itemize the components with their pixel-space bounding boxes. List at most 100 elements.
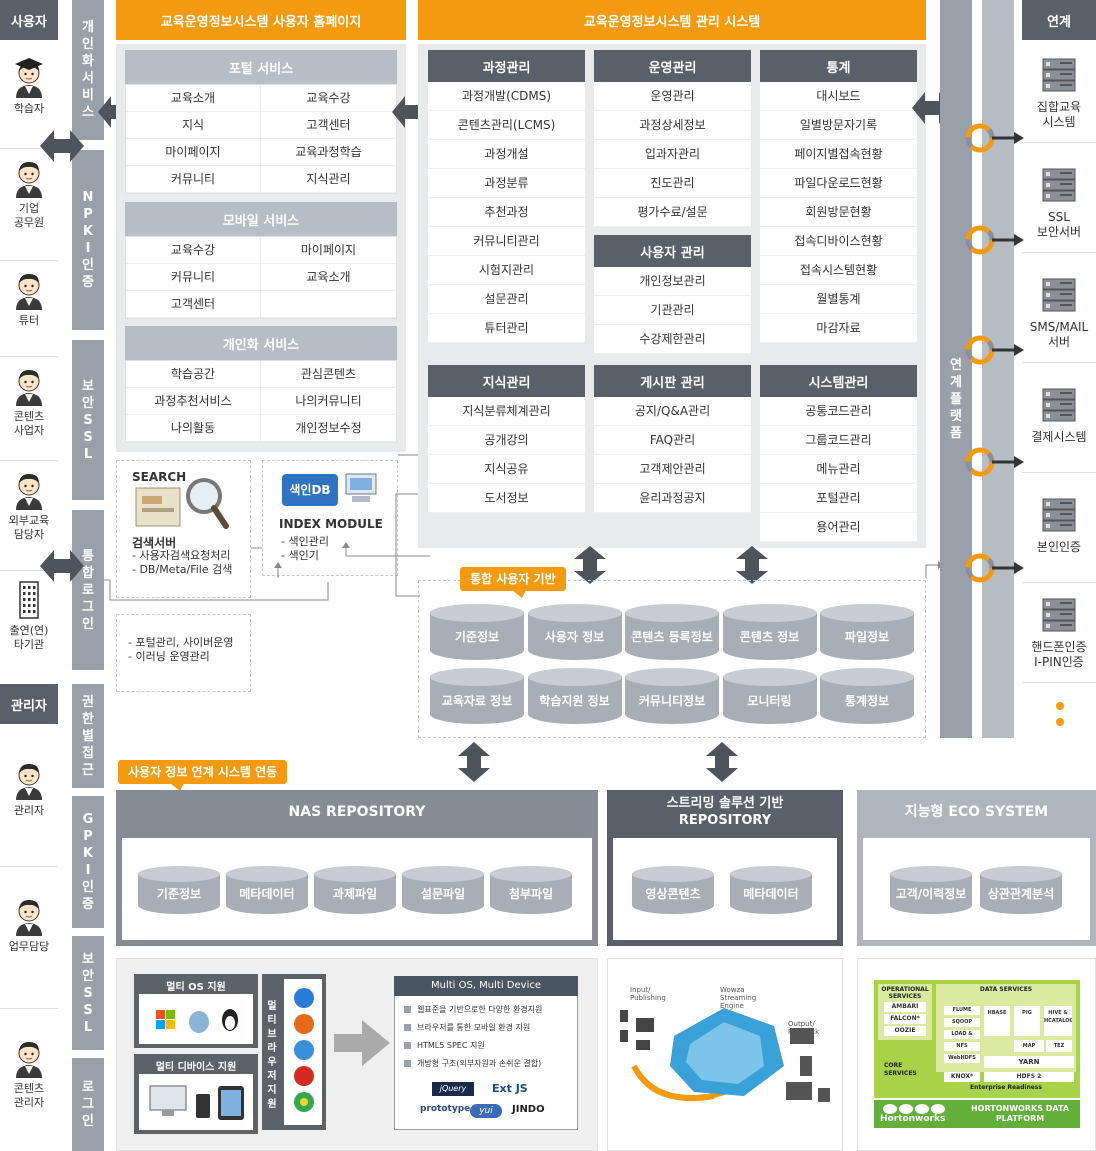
menu-item: 진도관리 [594, 169, 751, 198]
service-item: 커뮤니티 [126, 166, 261, 193]
service-item: 교육소개 [261, 264, 396, 291]
hadoop-data-item: HBASE [984, 1006, 1010, 1036]
menu-item: 접속디바이스현황 [760, 227, 917, 256]
enterprise-label: Enterprise Readiness [970, 1084, 1042, 1091]
service-item: 교육수강 [261, 85, 396, 112]
hadoop-data-item: SQOOP [944, 1018, 980, 1027]
menu-item: 페이지별접속현황 [760, 140, 917, 169]
menu-item: 입과자관리 [594, 140, 751, 169]
staff-icon [16, 900, 42, 936]
database-cylinder: 사용자 정보 [527, 604, 622, 660]
menu-item: 대시보드 [760, 82, 917, 111]
server-icon [1042, 58, 1076, 92]
actor-label: 기업 [18, 202, 40, 215]
service-item: 나의활동 [126, 415, 261, 442]
external-system-label: SSL [1048, 210, 1070, 224]
bullet-icon [404, 1042, 411, 1049]
service-item: 커뮤니티 [126, 264, 261, 291]
cylinder-label: 모니터링 [747, 694, 792, 708]
service-item: 지식 [126, 112, 261, 139]
building-icon [19, 581, 39, 619]
database-cylinder: 기준정보 [138, 866, 220, 914]
database-cylinder: 콘텐츠 정보 [722, 604, 817, 660]
actor-label: 콘텐츠 [13, 410, 45, 423]
multi-os-panel-title: Multi OS, Multi Device [394, 976, 578, 996]
sync-connector-icon [965, 447, 1024, 477]
external-system-label: 결제시스템 [1031, 430, 1087, 444]
hadoop-data-item: NFS [944, 1042, 980, 1051]
cylinder-label: 과제파일 [332, 887, 378, 901]
separator [0, 148, 58, 149]
cylinder-top [632, 866, 714, 882]
board-mgmt-title: 게시판 관리 [594, 365, 751, 397]
service-item: 마이페이지 [126, 139, 261, 166]
menu-item: 월별통계 [760, 285, 917, 314]
cylinder-top [490, 866, 572, 882]
wowza-diagram-icon [620, 1008, 830, 1102]
menu-item: 지식공유 [428, 455, 585, 484]
actor-label: 관리자 [13, 804, 45, 817]
actor-label: 콘텐츠 [13, 1082, 45, 1095]
external-system: 결제시스템 [1022, 388, 1096, 445]
cylinder-top [890, 866, 972, 882]
index-db-badge: 색인DB [282, 474, 338, 506]
menu-item: 수강제한관리 [594, 325, 751, 354]
index-line-2: - 색인기 [281, 549, 319, 562]
hadoop-data-item: PIG [1014, 1006, 1040, 1036]
menu-item: 튜터관리 [428, 314, 585, 343]
link-system-tag: 사용자 정보 연계 시스템 연동 [118, 760, 288, 784]
panel-line-text: HTML5 SPEC 지원 [417, 1041, 485, 1050]
separator [1022, 362, 1096, 363]
stats-title: 통계 [760, 50, 917, 82]
separator [1022, 252, 1096, 253]
database-cylinder: 메타데이터 [226, 866, 308, 914]
menu-item: 평가수료/설문 [594, 198, 751, 227]
cylinder-top [138, 866, 220, 882]
search-line-2: - DB/Meta/File 검색 [132, 563, 233, 576]
connector-lines [104, 451, 944, 601]
personal-service-title: 개인화 서비스 [125, 326, 397, 360]
separator [0, 460, 58, 461]
core-services-label: CORE SERVICES [884, 1062, 917, 1077]
search-server-title: 검색서버 [132, 536, 177, 550]
actor-label: 사업자 [13, 424, 45, 437]
admin-actor: 관리자 [0, 760, 58, 818]
actor-label: 담당자 [13, 528, 45, 541]
integrated-base-tag: 통합 사용자 기반 [460, 567, 566, 591]
database-cylinder: 교육자료 정보 [430, 668, 524, 724]
database-cylinder: 학습지원 정보 [527, 668, 622, 724]
hadoop-data-item: HIVE & HCATALOG [1044, 1006, 1072, 1036]
external-system-label: I-PIN인증 [1034, 655, 1084, 669]
cylinder-label: 파일정보 [844, 630, 890, 644]
menu-item: 설문관리 [428, 285, 585, 314]
menu-item: 과정상세정보 [594, 111, 751, 140]
knox-box: KNOX* [944, 1072, 980, 1082]
hadoop-data-item: FLUME [944, 1006, 980, 1015]
admin-header: 관리자 [0, 684, 58, 724]
panel-line-text: 개방형 구조(외부자원과 손쉬운 결합) [417, 1059, 542, 1068]
server-icon [1042, 388, 1076, 422]
separator [0, 1008, 58, 1009]
server-icon [1042, 278, 1076, 312]
portal-service-title: 포털 서비스 [125, 50, 397, 84]
menu-item: 개인정보관리 [594, 267, 751, 296]
wowza-title: Wowza Streaming Engine [720, 986, 757, 1010]
panel-line-text: 웹표준을 기반으로한 다양한 환경지원 [417, 1005, 543, 1014]
hortonworks-platform: HORTONWORKS DATA PLATFORM [970, 1104, 1070, 1123]
actor-label: 타기관 [13, 638, 45, 651]
menu-item: 과정개발(CDMS) [428, 82, 585, 111]
